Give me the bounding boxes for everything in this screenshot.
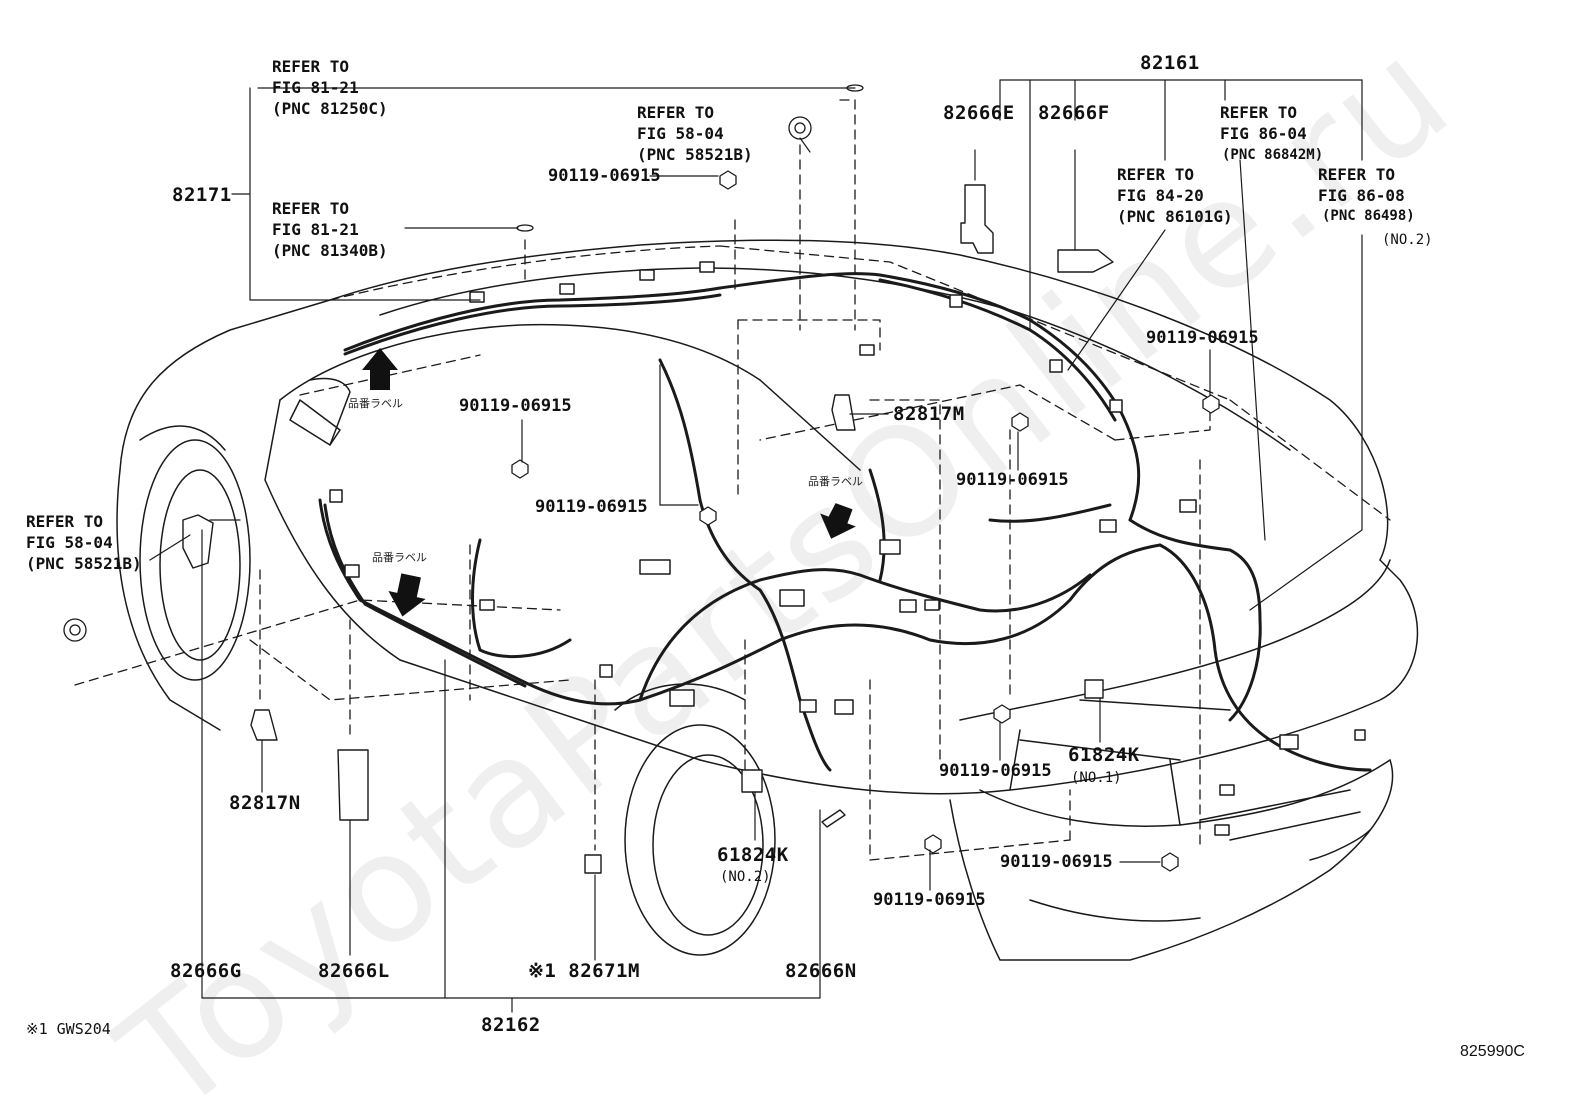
part-label-61824K-no1[interactable]: 61824K [1068,744,1140,766]
leader-lines [149,79,1363,1013]
part-label-82817M[interactable]: 82817M [893,403,965,425]
part-label-82666F[interactable]: 82666F [1038,102,1110,124]
part-label-82666E[interactable]: 82666E [943,102,1015,124]
reference-note: REFER TO FIG 81-21 (PNC 81340B) [272,199,388,260]
part-label-82171[interactable]: 82171 [172,184,232,206]
rear-wheel [614,683,776,956]
footnote: ※1 GWS204 [26,1020,111,1038]
reference-note: REFER TO FIG 86-04 [1220,103,1307,143]
clip-label[interactable]: 90119-06915 [939,761,1052,781]
reference-note: REFER TO FIG 84-20 (PNC 86101G) [1117,165,1233,226]
reference-note-pnc: (PNC 86498) [1322,208,1415,224]
reference-note: REFER TO FIG 81-21 (PNC 81250C) [272,57,388,118]
front-wheel [139,425,251,681]
part-label-82666L[interactable]: 82666L [318,960,390,982]
harness-connectors [329,261,1366,836]
figure-code: 825990C [1460,1043,1525,1060]
harness-floor [318,358,1372,772]
clip-label[interactable]: 90119-06915 [535,497,648,517]
part-label-82161[interactable]: 82161 [1140,52,1200,74]
reference-note: REFER TO FIG 58-04 (PNC 58521B) [26,512,142,573]
clip-label[interactable]: 90119-06915 [459,396,572,416]
clip-label[interactable]: 90119-06915 [873,890,986,910]
part-label-82666G[interactable]: 82666G [170,960,242,982]
reference-note: REFER TO FIG 58-04 (PNC 58521B) [637,103,753,164]
part-label-82671M[interactable]: ※1 82671M [528,960,640,982]
car-body-outline [116,239,1419,961]
clip-label[interactable]: 90119-06915 [1000,852,1113,872]
clip-label[interactable]: 90119-06915 [1146,328,1259,348]
label-arrows [362,348,856,617]
part-label-61824K-no1-sub: (NO.1) [1071,770,1122,786]
clip-parts [63,84,1220,872]
dashed-outline-lines [74,99,1391,861]
reference-note-pnc: (PNC 86842M) [1222,147,1324,163]
part-label-61824K-no2[interactable]: 61824K [717,844,789,866]
part-number-label-marker: 品番ラベル [808,475,863,488]
reference-note: REFER TO FIG 86-08 [1318,165,1405,205]
part-label-82666N[interactable]: 82666N [785,960,857,982]
part-label-61824K-no2-sub: (NO.2) [720,869,771,885]
part-label-82162[interactable]: 82162 [481,1014,541,1036]
part-number-label-marker: 品番ラベル [372,551,427,564]
clip-label[interactable]: 90119-06915 [956,470,1069,490]
holder-parts [182,184,1114,874]
part-number-label-marker: 品番ラベル [348,397,403,410]
reference-note-no: (NO.2) [1382,232,1433,248]
part-label-82817N[interactable]: 82817N [229,792,301,814]
clip-label[interactable]: 90119-06915 [548,166,661,186]
